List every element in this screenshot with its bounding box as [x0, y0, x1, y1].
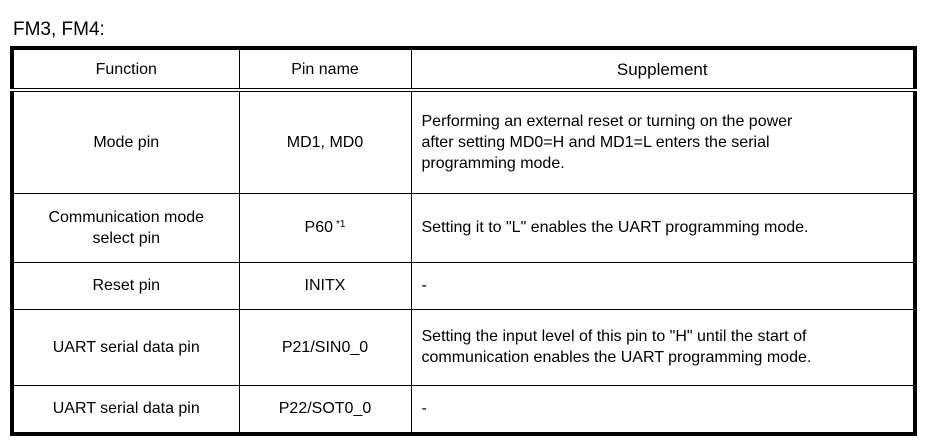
pin-function-table: Function Pin name Supplement Mode pin MD…	[10, 46, 917, 436]
header-supplement: Supplement	[410, 47, 916, 92]
pin-name-cell: MD1, MD0	[238, 89, 412, 194]
function-cell: UART serial data pin	[11, 308, 240, 386]
table-row: Mode pin MD1, MD0 Performing an external…	[11, 89, 916, 194]
function-cell: Reset pin	[11, 261, 240, 310]
supplement-cell: Setting the input level of this pin to "…	[410, 308, 916, 386]
table-row: UART serial data pin P22/SOT0_0 -	[11, 384, 916, 435]
footnote-marker: *1	[336, 219, 346, 230]
function-line: select pin	[92, 229, 161, 247]
function-cell: UART serial data pin	[11, 384, 240, 435]
supplement-line: Setting the input level of this pin to "…	[421, 328, 807, 345]
supplement-cell: -	[410, 261, 916, 310]
supplement-line: after setting MD0=H and MD1=L enters the…	[421, 133, 770, 151]
table-row: UART serial data pin P21/SIN0_0 Setting …	[11, 308, 916, 386]
table-row: Reset pin INITX -	[11, 261, 916, 310]
supplement-line: Performing an external reset or turning …	[421, 112, 793, 130]
supplement-cell: -	[410, 384, 916, 435]
supplement-cell: Performing an external reset or turning …	[410, 89, 916, 194]
pin-name: P60	[304, 219, 333, 236]
supplement-cell: Setting it to "L" enables the UART progr…	[410, 192, 916, 263]
function-cell: Mode pin	[11, 89, 240, 194]
supplement-line: programming mode.	[421, 154, 565, 172]
table-caption: FM3, FM4:	[13, 19, 105, 40]
pin-name-cell: P60*1	[238, 192, 412, 263]
table-row: Communication mode select pin P60*1 Sett…	[11, 192, 916, 263]
table-header-row: Function Pin name Supplement	[11, 47, 916, 92]
supplement-line: communication enables the UART programmi…	[421, 349, 812, 366]
function-line: Communication mode	[48, 208, 205, 226]
header-pin-name: Pin name	[238, 47, 412, 92]
pin-name-cell: INITX	[238, 261, 412, 310]
header-function: Function	[11, 47, 240, 92]
pin-name-cell: P21/SIN0_0	[238, 308, 412, 386]
function-cell: Communication mode select pin	[11, 192, 240, 263]
pin-name-cell: P22/SOT0_0	[238, 384, 412, 435]
